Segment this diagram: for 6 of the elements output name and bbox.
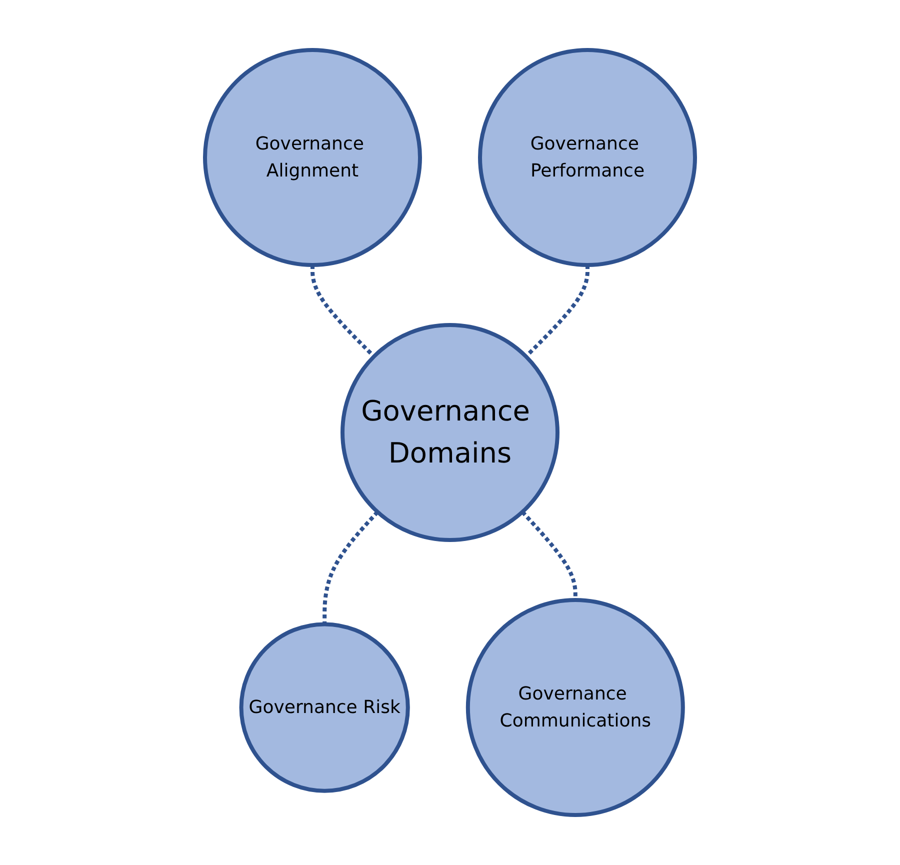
node-circle: Governance Risk (239, 622, 410, 793)
node-circle: Governance Domains (340, 323, 560, 542)
connector (322, 510, 380, 624)
node-circle: Governance Alignment (203, 48, 422, 267)
node-circle: Governance Performance (478, 48, 697, 267)
node-circle: Governance Communications (466, 598, 685, 817)
